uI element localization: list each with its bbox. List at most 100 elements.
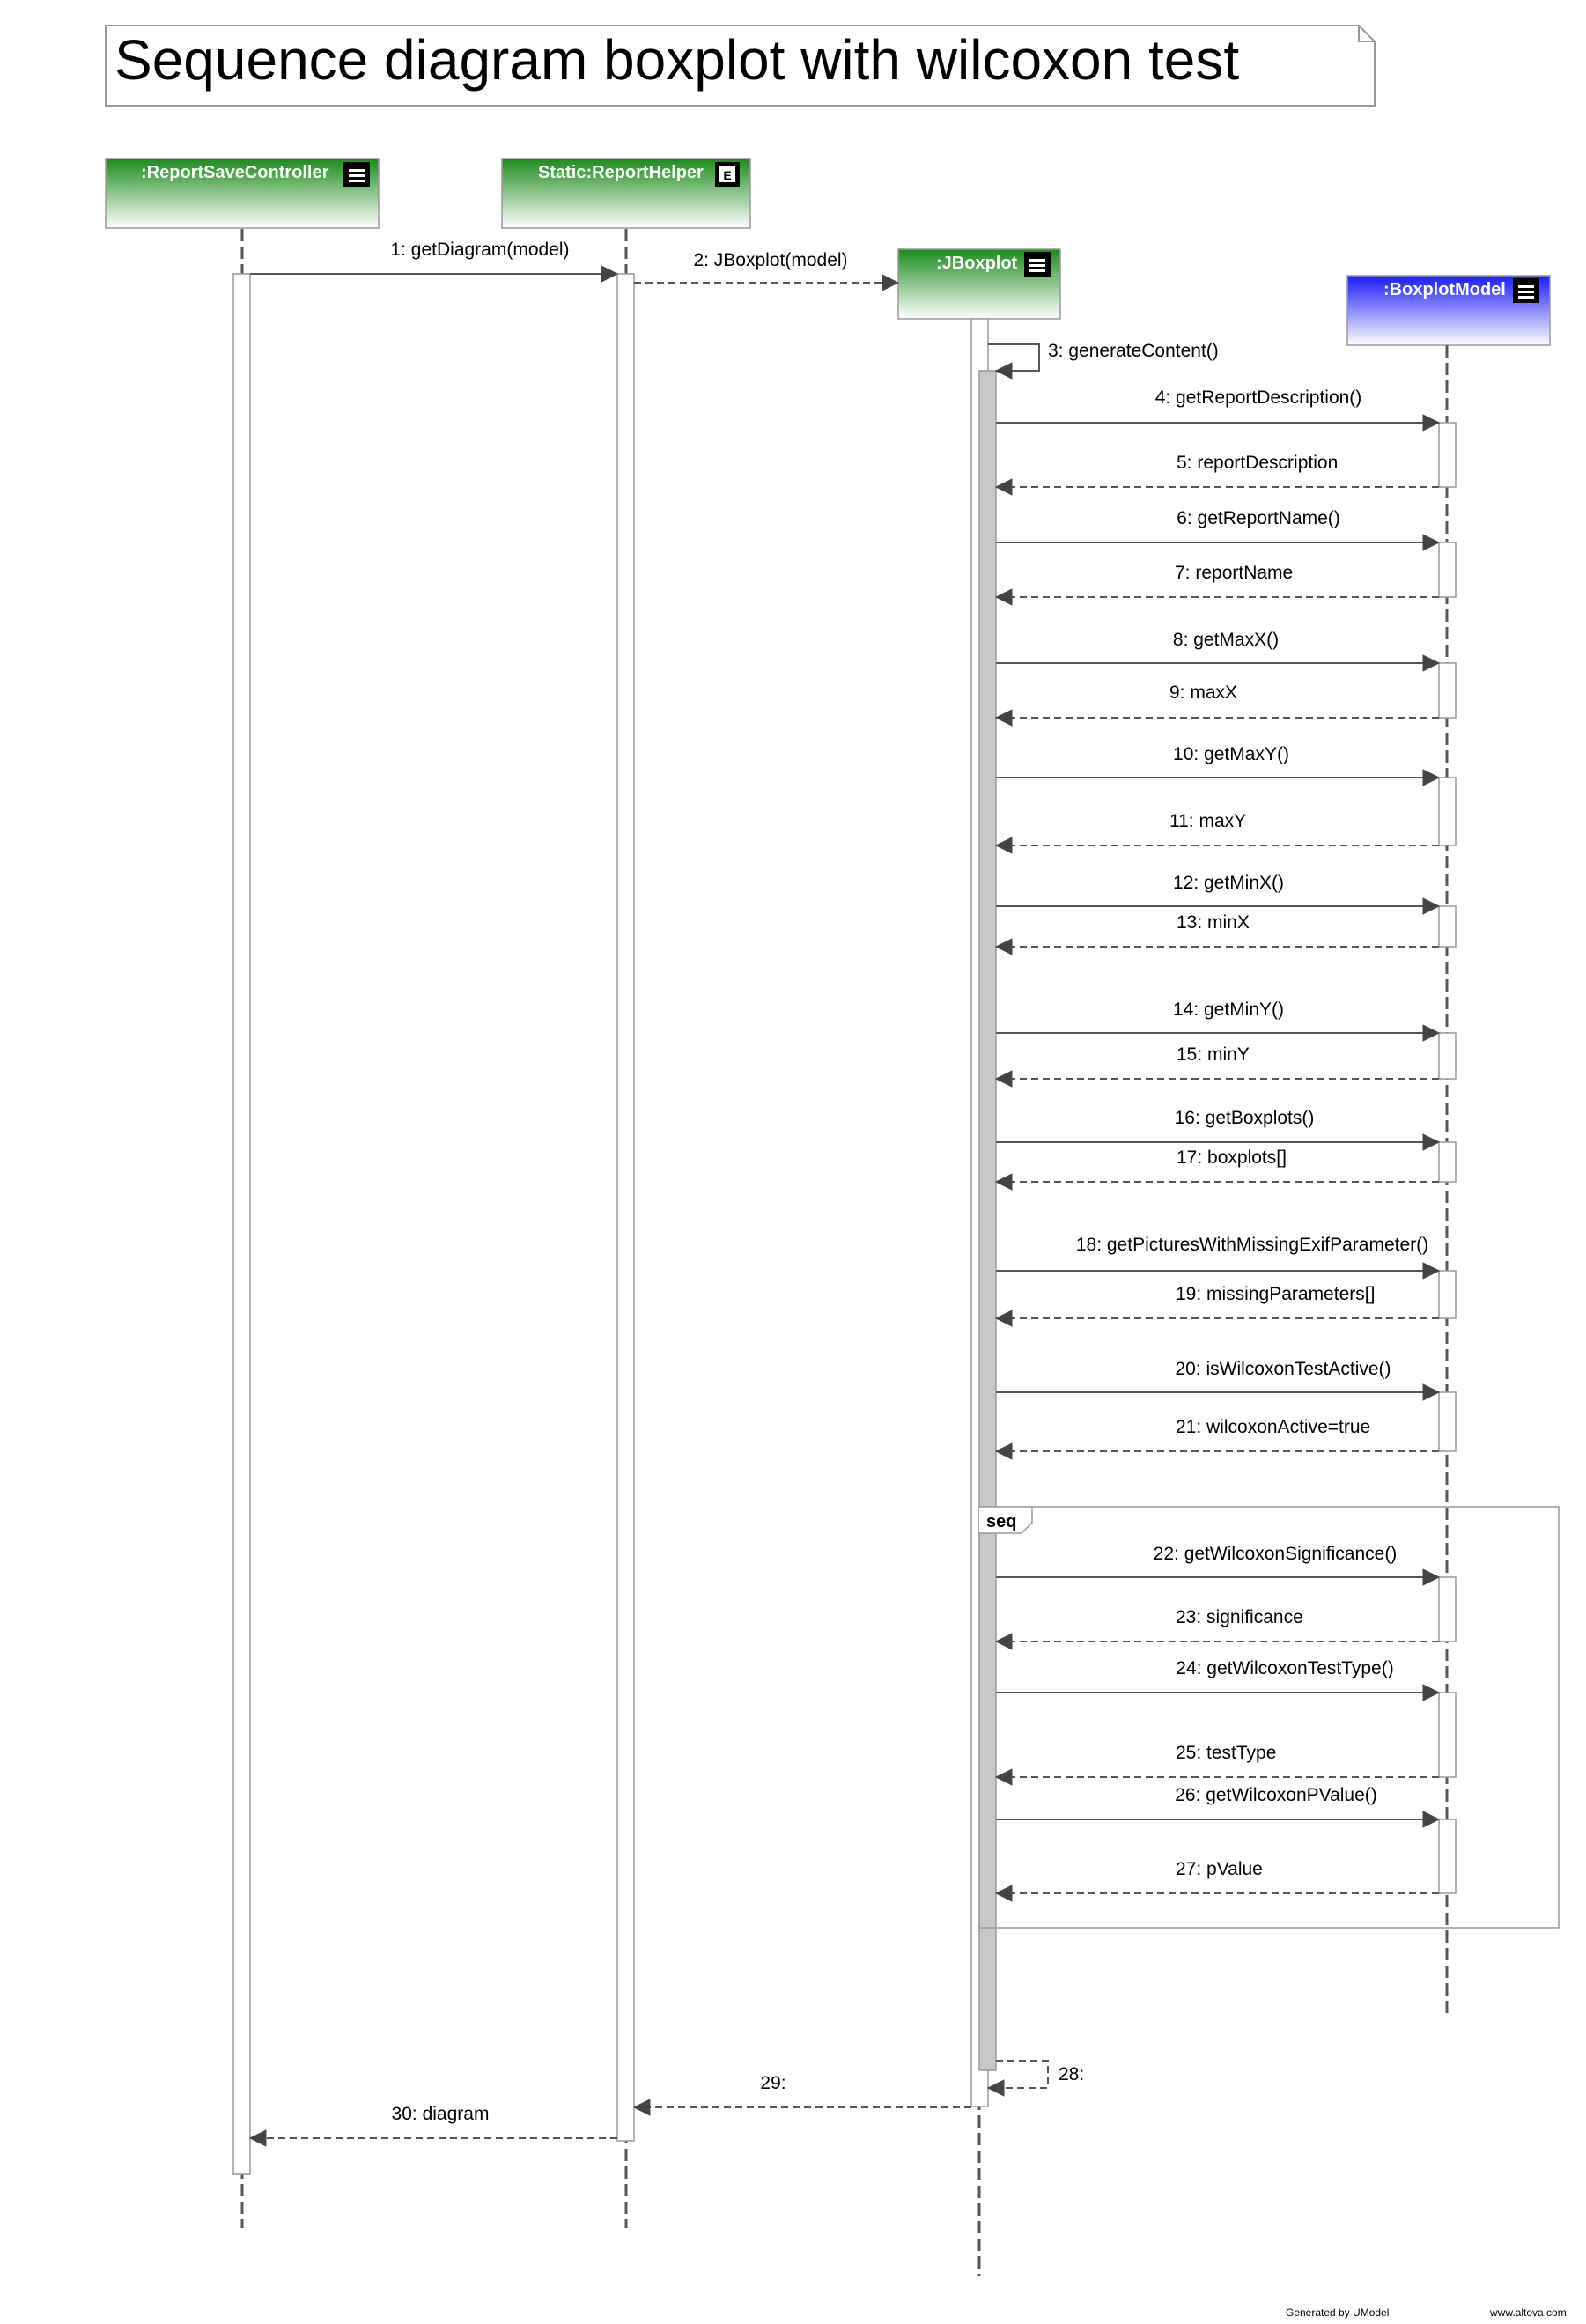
- message-27[interactable]: 27: pValue: [994, 1859, 1439, 1902]
- arrowhead: [994, 1310, 1013, 1327]
- lifeline-label: :JBoxplot: [936, 254, 1018, 273]
- message-label: 10: getMaxY(): [1173, 744, 1289, 764]
- message-label: 9: maxX: [1169, 682, 1237, 703]
- arrowhead: [1422, 654, 1441, 672]
- message-20[interactable]: 20: isWilcoxonTestActive(): [996, 1359, 1441, 1401]
- message-14[interactable]: 14: getMinY(): [996, 1000, 1441, 1042]
- message-arrow-line: [988, 343, 1040, 372]
- arrowhead: [601, 265, 619, 283]
- combined-fragment-seq: seq: [978, 1506, 1560, 1929]
- arrowhead: [994, 1885, 1013, 1902]
- message-label: 26: getWilcoxonPValue(): [1175, 1785, 1377, 1805]
- message-6[interactable]: 6: getReportName(): [996, 508, 1441, 551]
- arrowhead: [1422, 534, 1441, 551]
- message-label: 28:: [1059, 2064, 1084, 2084]
- arrowhead: [994, 709, 1013, 727]
- message-2[interactable]: 2: JBoxplot(model): [634, 250, 900, 291]
- message-label: 20: isWilcoxonTestActive(): [1175, 1359, 1391, 1379]
- lifeline-report-save-controller[interactable]: :ReportSaveController: [105, 158, 380, 2228]
- lifeline-label: :BoxplotModel: [1383, 280, 1506, 299]
- message-10[interactable]: 10: getMaxY(): [996, 744, 1441, 786]
- message-label: 24: getWilcoxonTestType(): [1176, 1658, 1393, 1678]
- message-label: 22: getWilcoxonSignificance(): [1154, 1544, 1398, 1564]
- message-12[interactable]: 12: getMinX(): [996, 873, 1441, 915]
- menu-icon[interactable]: [343, 162, 370, 187]
- message-3[interactable]: 3: generateContent(): [988, 341, 1219, 380]
- footer-generated-by: Generated by UModel: [1286, 2306, 1389, 2319]
- message-25[interactable]: 25: testType: [994, 1743, 1439, 1786]
- arrowhead: [1422, 1133, 1441, 1151]
- arrowhead: [994, 478, 1013, 496]
- message-23[interactable]: 23: significance: [994, 1607, 1439, 1650]
- message-24[interactable]: 24: getWilcoxonTestType(): [996, 1658, 1441, 1701]
- message-15[interactable]: 15: minY: [994, 1044, 1439, 1088]
- message-8[interactable]: 8: getMaxX(): [996, 630, 1441, 672]
- arrowhead: [248, 2129, 267, 2147]
- message-label: 23: significance: [1176, 1607, 1303, 1627]
- message-11[interactable]: 11: maxY: [994, 811, 1439, 854]
- menu-icon[interactable]: [1513, 278, 1539, 303]
- arrowhead: [1422, 1811, 1441, 1828]
- message-7[interactable]: 7: reportName: [994, 563, 1439, 606]
- footer-website: www.altova.com: [1489, 2306, 1567, 2319]
- arrowhead: [1422, 1024, 1441, 1042]
- menu-icon[interactable]: [1024, 252, 1051, 277]
- message-label: 1: getDiagram(model): [390, 240, 569, 260]
- lifeline-label: Static:ReportHelper: [538, 163, 704, 182]
- message-label: 6: getReportName(): [1177, 508, 1340, 528]
- message-label: 14: getMinY(): [1173, 1000, 1284, 1020]
- message-30[interactable]: 30: diagram: [248, 2104, 617, 2147]
- svg-text:E: E: [723, 168, 731, 182]
- message-21[interactable]: 21: wilcoxonActive=true: [994, 1417, 1439, 1460]
- arrowhead: [986, 2079, 1005, 2097]
- message-label: 12: getMinX(): [1173, 873, 1284, 893]
- static-e-icon[interactable]: E: [715, 162, 740, 187]
- message-label: 7: reportName: [1175, 563, 1293, 583]
- message-5[interactable]: 5: reportDescription: [994, 453, 1439, 496]
- message-22[interactable]: 22: getWilcoxonSignificance(): [996, 1544, 1441, 1586]
- lifeline-report-helper[interactable]: Static:ReportHelper E: [501, 158, 751, 2228]
- arrowhead: [1422, 1262, 1441, 1280]
- diagram-title: Sequence diagram boxplot with wilcoxon t…: [114, 28, 1239, 92]
- arrowhead: [994, 1442, 1013, 1460]
- message-29[interactable]: 29:: [632, 2073, 971, 2116]
- arrowhead: [1422, 1383, 1441, 1401]
- message-label: 3: generateContent(): [1048, 341, 1219, 361]
- message-label: 5: reportDescription: [1177, 453, 1338, 473]
- message-label: 19: missingParameters[]: [1176, 1284, 1375, 1304]
- message-28[interactable]: 28:: [986, 2060, 1084, 2097]
- message-19[interactable]: 19: missingParameters[]: [994, 1284, 1439, 1327]
- arrowhead: [994, 588, 1013, 606]
- lifeline-label: :ReportSaveController: [141, 163, 329, 182]
- arrowhead: [994, 362, 1013, 380]
- message-13[interactable]: 13: minX: [994, 912, 1439, 955]
- message-17[interactable]: 17: boxplots[]: [994, 1147, 1439, 1191]
- fragment-operator: seq: [986, 1512, 1016, 1531]
- message-label: 15: minY: [1177, 1044, 1250, 1065]
- arrowhead: [1422, 897, 1441, 915]
- message-label: 21: wilcoxonActive=true: [1176, 1417, 1370, 1437]
- message-9[interactable]: 9: maxX: [994, 682, 1439, 727]
- message-1[interactable]: 1: getDiagram(model): [250, 240, 619, 283]
- lifeline-boxplot-model[interactable]: :BoxplotModel: [1346, 275, 1551, 2018]
- message-label: 29:: [760, 2073, 786, 2093]
- message-16[interactable]: 16: getBoxplots(): [996, 1108, 1441, 1151]
- activation-bar: [616, 273, 635, 2142]
- activation-bar: [232, 273, 251, 2175]
- message-18[interactable]: 18: getPicturesWithMissingExifParameter(…: [996, 1235, 1441, 1280]
- arrowhead: [1422, 1568, 1441, 1586]
- arrowhead: [994, 1173, 1013, 1191]
- message-label: 13: minX: [1177, 912, 1250, 933]
- arrowhead: [994, 1070, 1013, 1088]
- message-label: 11: maxY: [1169, 811, 1246, 831]
- message-label: 2: JBoxplot(model): [693, 250, 847, 270]
- arrowhead: [1422, 414, 1441, 432]
- message-4[interactable]: 4: getReportDescription(): [996, 387, 1441, 432]
- activation-bar-nested: [978, 370, 997, 2071]
- model-activation-bars: [1438, 422, 1457, 1894]
- lifeline-jboxplot[interactable]: :JBoxplot: [897, 248, 1061, 2276]
- diagram-title-frame: Sequence diagram boxplot with wilcoxon t…: [105, 25, 1376, 107]
- message-label: 4: getReportDescription(): [1155, 387, 1362, 408]
- message-26[interactable]: 26: getWilcoxonPValue(): [996, 1785, 1441, 1828]
